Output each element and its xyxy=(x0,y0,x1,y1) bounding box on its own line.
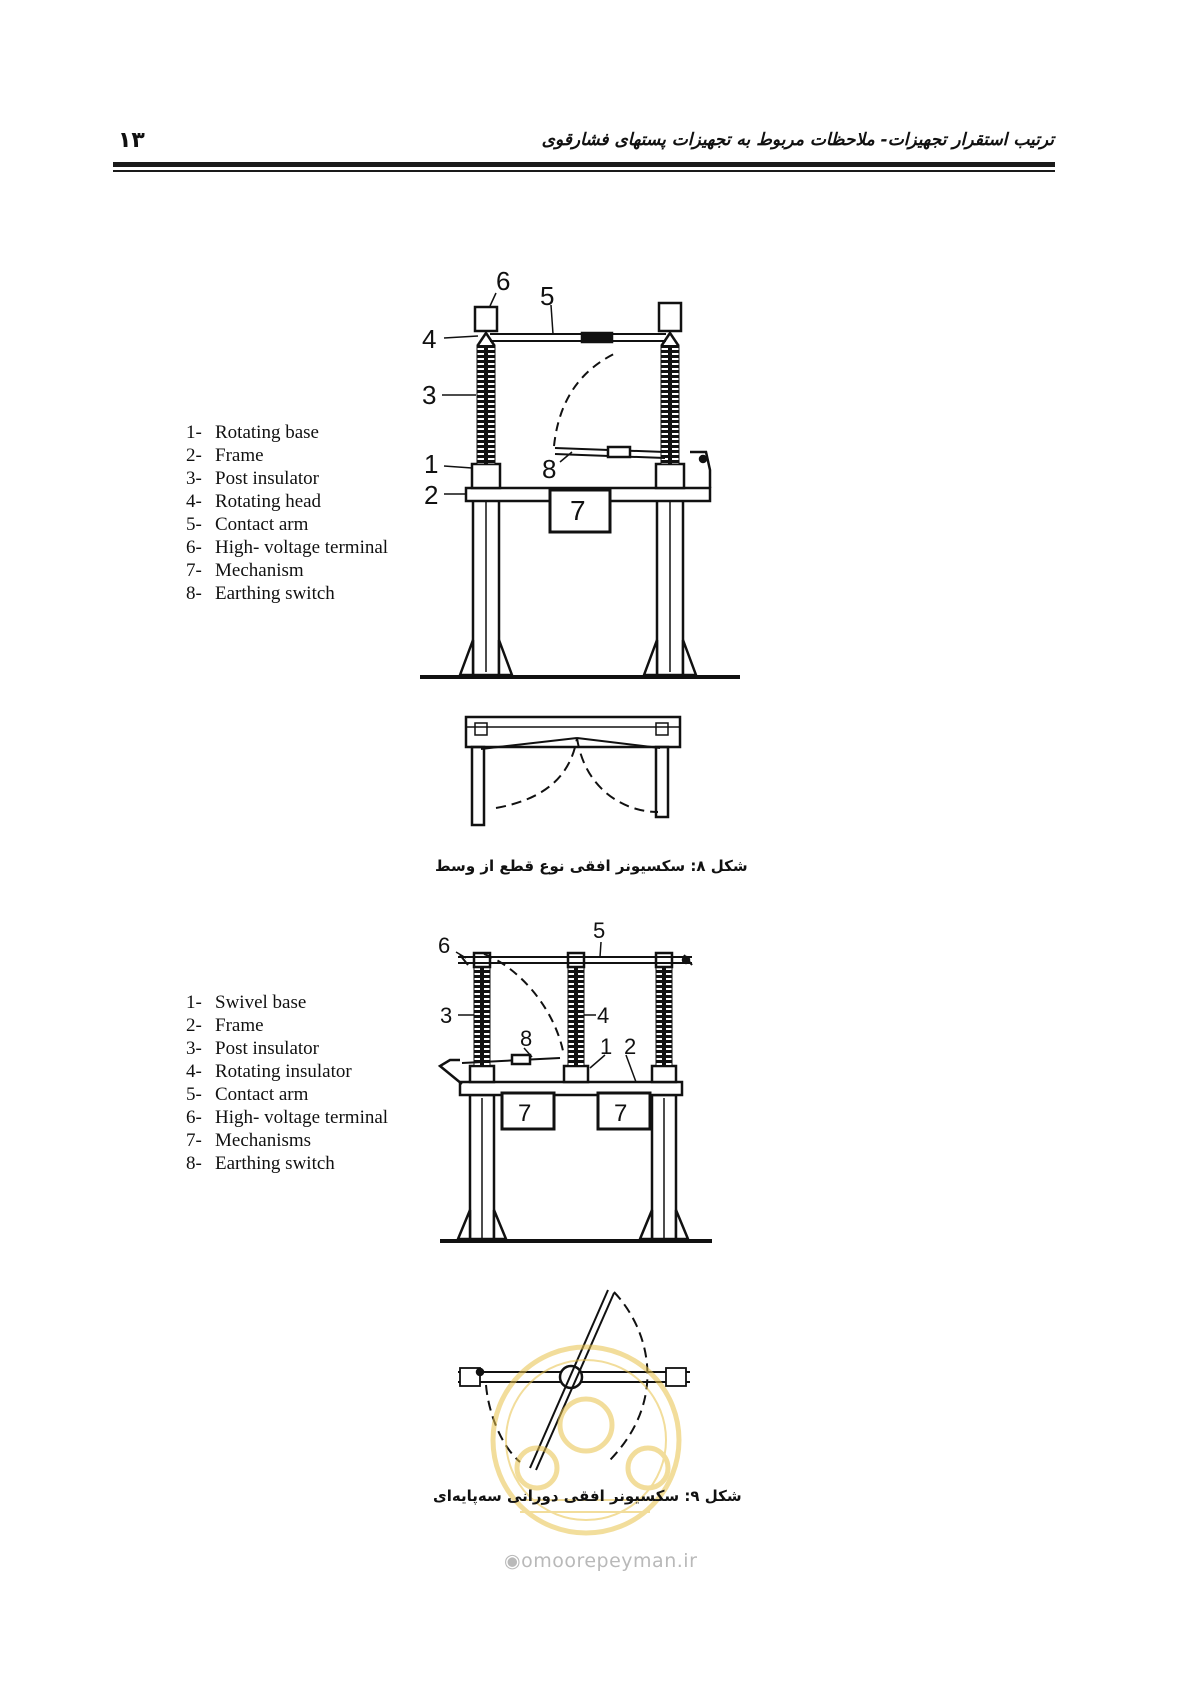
running-header-title: ترتیب استقرار تجهیزات- ملاحظات مربوط به … xyxy=(541,130,1054,150)
legend-item: 5-Contact arm xyxy=(186,1084,309,1105)
legend-item: 1-Swivel base xyxy=(186,992,307,1013)
fig1-label-6: 6 xyxy=(496,266,510,296)
fig2-label-6: 6 xyxy=(438,933,450,958)
legend-item: 7-Mechanisms xyxy=(186,1130,312,1151)
mechanism-box-right xyxy=(596,1091,652,1131)
fig1-label-8: 8 xyxy=(542,454,556,484)
fig1-label-5: 5 xyxy=(540,281,554,311)
legend-item: 6-High- voltage terminal xyxy=(186,537,389,558)
globe-icon: ◉ xyxy=(504,1550,522,1572)
legend-item: 8-Earthing switch xyxy=(186,583,335,604)
fig2-label-3: 3 xyxy=(440,1003,452,1028)
legend-item: 3-Post insulator xyxy=(186,1038,319,1059)
header-rule-thin xyxy=(113,170,1055,172)
legend-item: 5-Contact arm xyxy=(186,514,309,535)
fig2-label-8: 8 xyxy=(520,1026,532,1051)
page-number: ۱۳ xyxy=(118,128,145,153)
legend-item: 7-Mechanism xyxy=(186,560,304,581)
fig1-label-3: 3 xyxy=(422,380,436,410)
fig2-label-1: 1 xyxy=(600,1034,612,1059)
figure1-diagram xyxy=(420,292,740,827)
legend-item: 2-Frame xyxy=(186,1015,264,1036)
watermark-seal xyxy=(490,1344,682,1536)
fig1-label-2: 2 xyxy=(424,480,438,510)
fig2-label-4: 4 xyxy=(597,1003,609,1028)
fig2-label-5: 5 xyxy=(593,918,605,943)
legend-item: 4-Rotating insulator xyxy=(186,1061,352,1082)
fig2-label-7a: 7 xyxy=(518,1100,531,1127)
fig1-label-4: 4 xyxy=(422,324,436,354)
fig2-label-2: 2 xyxy=(624,1034,636,1059)
legend-item: 6-High- voltage terminal xyxy=(186,1107,389,1128)
mechanism-box xyxy=(548,488,612,534)
fig1-label-7: 7 xyxy=(570,495,586,526)
watermark-url: ◉omoorepeyman.ir xyxy=(504,1550,698,1572)
legend-item: 1-Rotating base xyxy=(186,422,319,443)
figure1-caption: شکل ۸: سکسیونر افقی نوع قطع از وسط xyxy=(435,857,748,875)
figure2-legend: 1-Swivel base 2-Frame 3-Post insulator 4… xyxy=(186,991,388,1175)
legend-item: 4-Rotating head xyxy=(186,491,322,512)
figure2-diagram xyxy=(437,941,712,1471)
fig2-label-7b: 7 xyxy=(614,1100,627,1127)
header-rule-thick xyxy=(113,162,1055,167)
legend-item: 8-Earthing switch xyxy=(186,1153,335,1174)
legend-item: 3-Post insulator xyxy=(186,468,319,489)
figure2-caption: شکل ۹: سکسیونر افقی دورانی سه‌پایه‌ای xyxy=(433,1487,742,1505)
fig1-label-1: 1 xyxy=(424,449,438,479)
legend-item: 2-Frame xyxy=(186,445,264,466)
mechanism-box-left xyxy=(500,1091,556,1131)
figure1-legend: 1-Rotating base 2-Frame 3-Post insulator… xyxy=(186,421,388,605)
